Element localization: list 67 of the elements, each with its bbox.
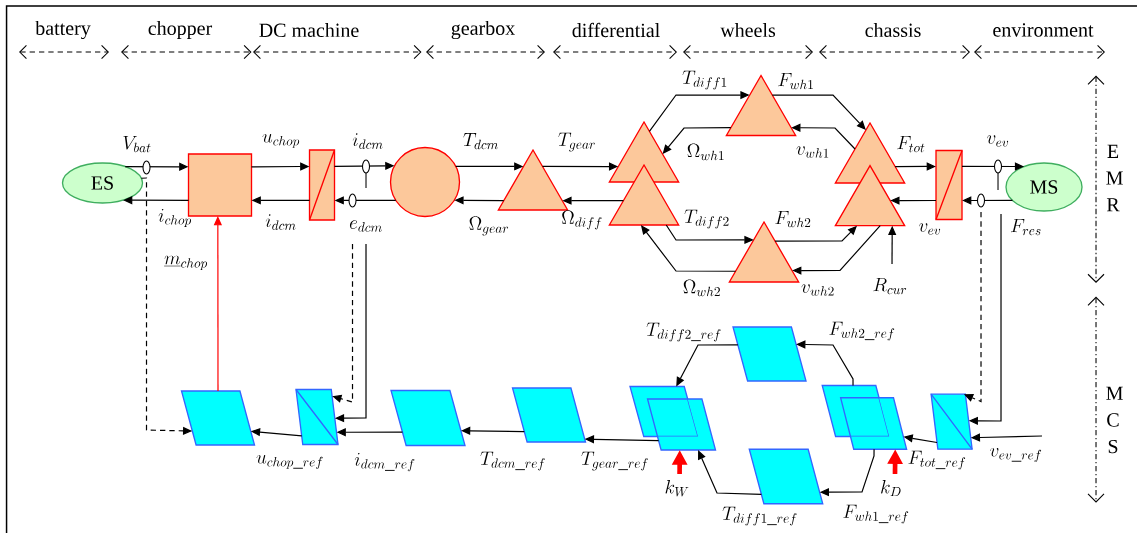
edge-label: $F_{res}$	[1011, 219, 1041, 236]
parallelogram-block	[295, 388, 339, 446]
section-label: chopper	[148, 20, 213, 40]
edge-label: $\Omega_{gear}$	[469, 216, 509, 236]
parallelogram-block	[511, 387, 587, 443]
parallelogram-block	[390, 389, 466, 447]
parallelogram-block	[748, 448, 824, 505]
parallelogram-block	[629, 385, 699, 438]
arrow	[213, 216, 222, 392]
edge-label: $i_{dcm}$	[265, 214, 296, 230]
arrow	[332, 243, 354, 403]
arrow	[894, 162, 936, 171]
edge-label: $i_{chop}$	[158, 208, 191, 228]
circle-block	[389, 146, 461, 218]
edge-label: $F_{wh1}$	[778, 73, 813, 90]
edge-label: $T_{dcm}$	[463, 133, 498, 150]
edge-label: $T_{dcm\_ref}$	[480, 451, 545, 471]
rectangle-block	[935, 149, 963, 221]
edge-label: $\Omega_{diff}$	[562, 210, 602, 230]
rectangle-block	[308, 149, 336, 221]
ellipse-block: MS	[1005, 162, 1083, 212]
edge-label: $u_{chop\_ref}$	[256, 454, 323, 469]
arrow	[771, 94, 866, 130]
edge-label: $F_{wh1\_ref}$	[843, 504, 909, 524]
edge-label: $i_{dcm}$	[352, 133, 383, 149]
edge-label: $T_{diff1}$	[682, 70, 727, 90]
edge-label: $u_{chop}$	[262, 133, 300, 148]
edge-label: $\Omega_{wh1}$	[687, 143, 724, 161]
edge-label: $T_{gear}$	[558, 132, 595, 152]
section-label: battery	[35, 20, 91, 40]
section-label: DC machine	[259, 23, 359, 38]
edge-label: $v_{ev\_ref}$	[990, 447, 1042, 462]
section-label: wheels	[720, 23, 776, 38]
edge-label: $v_{ev}$	[987, 135, 1009, 147]
edge-label: $F_{tot\_ref}$	[908, 450, 966, 470]
parallelogram-block	[930, 393, 973, 450]
triangle-block	[834, 164, 906, 227]
edge-label: $T_{diff2\_ref}$	[646, 322, 721, 342]
edge-label: $F_{tot}$	[897, 136, 925, 153]
edge-label: $T_{diff1\_ref}$	[722, 506, 797, 526]
edge-label: $T_{diff2}$	[684, 209, 729, 229]
arrow	[698, 450, 762, 495]
edge-label: $F_{wh2}$	[775, 211, 811, 228]
edge-label: $v_{wh2}$	[801, 284, 834, 296]
section-label: environment	[993, 23, 1094, 37]
edge-label: $k_W$	[665, 479, 689, 497]
edge-label: $v_{wh1}$	[796, 146, 829, 158]
edge-label: $\Omega_{wh2}$	[683, 279, 720, 297]
edge-label: $i_{dcm\_ref}$	[354, 452, 415, 472]
edge-label: $F_{wh2\_ref}$	[829, 321, 895, 341]
ellipse-block: ES	[61, 162, 144, 204]
section-label: differential	[572, 22, 660, 38]
edge-label: $k_D$	[881, 479, 901, 497]
parallelogram-block	[180, 390, 256, 446]
edge-label: $e_{dcm}$	[349, 220, 382, 232]
arrow	[123, 196, 190, 205]
arrow	[962, 196, 1014, 205]
edge-label: $\underline{m}_{chop}$	[164, 255, 207, 271]
section-label: gearbox	[451, 20, 515, 40]
section-label: chassis	[865, 23, 921, 38]
edge-label: $v_{ev}$	[919, 223, 941, 235]
edge-label: $V_{bat}$	[123, 136, 151, 153]
layer-label: E M R	[1106, 144, 1123, 212]
layer-label: M C S	[1106, 386, 1123, 454]
parallelogram-block	[732, 326, 807, 382]
edge-label: $R_{cur}$	[873, 278, 907, 295]
edge-label: $T_{gear\_ref}$	[581, 451, 648, 471]
